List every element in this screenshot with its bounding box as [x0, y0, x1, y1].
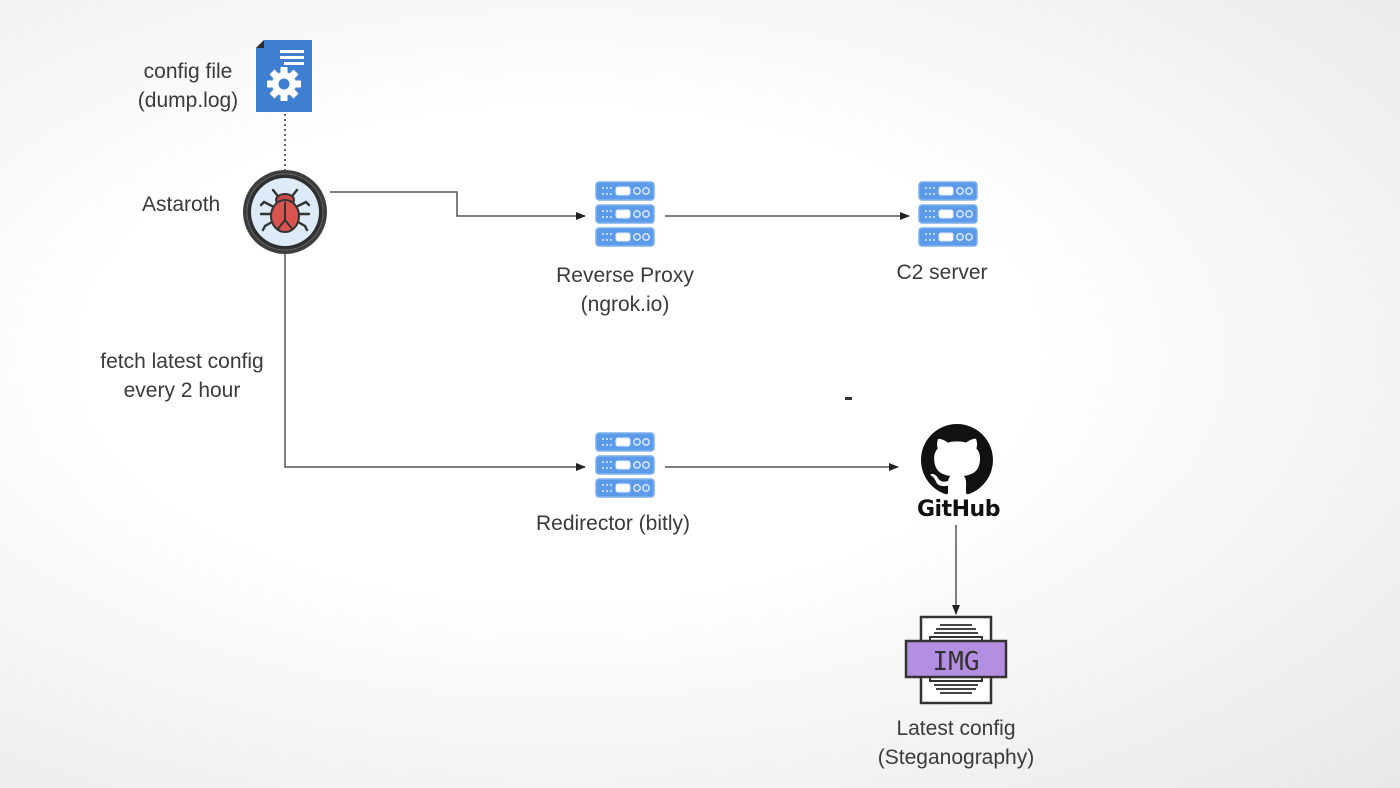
edge-astaroth-to-reverse-proxy: [330, 191, 586, 220]
redirector-node[interactable]: [594, 432, 656, 505]
fetch-config-label: fetch latest config every 2 hour: [82, 347, 282, 405]
server-rack-icon: [595, 181, 655, 247]
github-label: GitHub: [917, 497, 1000, 522]
config-file-node[interactable]: [254, 40, 314, 117]
config-file-gear-icon: [256, 40, 312, 112]
config-file-label: config file (dump.log): [128, 57, 248, 115]
c2-server-node[interactable]: [917, 181, 979, 254]
edge-astaroth-to-redirector: [284, 253, 586, 471]
image-file-icon: IMG: [904, 615, 1008, 705]
astaroth-label: Astaroth: [142, 193, 221, 216]
img-icon-text: IMG: [933, 647, 980, 677]
fetch-config-label-line2: every 2 hour: [123, 379, 241, 402]
astaroth-node[interactable]: [239, 168, 331, 261]
config-file-label-line2: (dump.log): [137, 89, 239, 112]
server-rack-icon: [918, 181, 978, 247]
reverse-proxy-label-line2: (ngrok.io): [580, 293, 670, 316]
redirector-label: Redirector (bitly): [535, 512, 691, 535]
stray-mark: [845, 397, 852, 400]
latest-config-label-line2: (Steganography): [877, 746, 1035, 769]
github-octocat-icon: [921, 424, 993, 495]
latest-config-label-line1: Latest config: [896, 717, 1016, 740]
latest-config-node[interactable]: IMG: [904, 615, 1008, 712]
github-node[interactable]: [918, 424, 996, 501]
server-rack-icon: [595, 432, 655, 498]
reverse-proxy-label-line1: Reverse Proxy: [556, 264, 694, 287]
config-file-label-line1: config file: [143, 60, 233, 83]
fetch-config-label-line1: fetch latest config: [100, 350, 264, 373]
reverse-proxy-label: Reverse Proxy (ngrok.io): [535, 261, 715, 319]
latest-config-label: Latest config (Steganography): [856, 714, 1056, 772]
reverse-proxy-node[interactable]: [594, 181, 656, 254]
bug-malware-icon: [243, 170, 327, 254]
c2-server-label: C2 server: [896, 261, 988, 284]
